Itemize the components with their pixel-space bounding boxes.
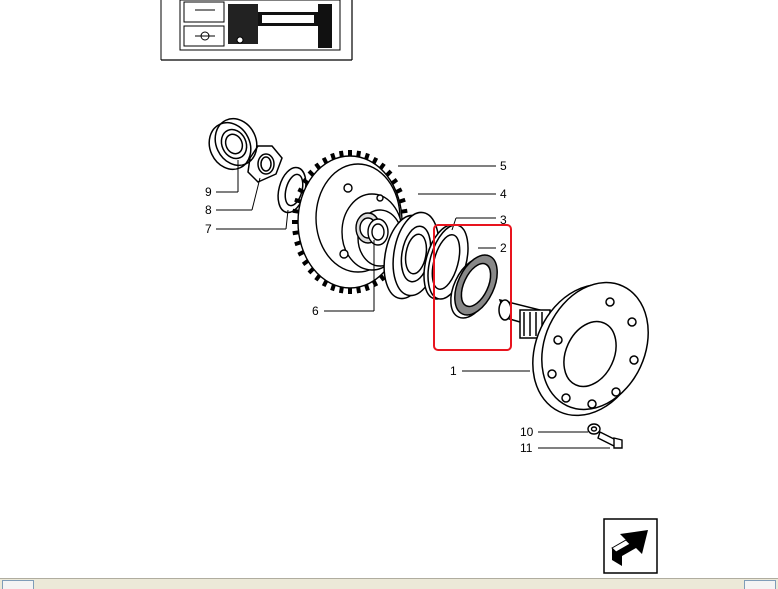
gear-tooth [294, 240, 302, 247]
gear-tooth [321, 279, 329, 288]
callout-6: 6 [312, 304, 319, 318]
gear-tooth [294, 197, 302, 204]
gear-tooth [292, 208, 299, 214]
callout-2: 2 [500, 241, 507, 255]
gear-tooth [401, 208, 408, 214]
callout-9: 9 [205, 185, 212, 199]
callout-4: 4 [500, 187, 507, 201]
highlight-box [433, 224, 512, 351]
next-arrow-icon[interactable] [603, 518, 658, 574]
callout-labels: 5 4 3 2 9 8 7 6 1 10 11 [205, 159, 534, 455]
part-4-bearing [383, 211, 440, 300]
gear-tooth [356, 150, 362, 158]
callout-7: 7 [205, 222, 212, 236]
gear-tooth [307, 169, 315, 177]
callout-10: 10 [520, 425, 534, 439]
part-5-gear [292, 150, 408, 294]
gear-tooth [297, 187, 305, 194]
gear-tooth [301, 178, 310, 185]
callout-1: 1 [450, 364, 457, 378]
gear-tooth [398, 197, 406, 204]
gear-tooth [395, 187, 403, 194]
gear-tooth [330, 152, 336, 160]
gear-tooth [338, 150, 344, 158]
callout-5: 5 [500, 159, 507, 173]
gear-tooth [330, 284, 336, 292]
gear-tooth [297, 250, 305, 257]
gear-tooth [378, 162, 386, 170]
gear-tooth [371, 156, 379, 165]
scroll-left-button[interactable] [2, 580, 34, 589]
part-6-needle-bearing [367, 218, 389, 246]
gear-tooth [378, 274, 386, 282]
gear-tooth [390, 178, 399, 185]
callout-3: 3 [500, 213, 507, 227]
assembly-thumbnail [160, 0, 353, 61]
gear-tooth [321, 156, 329, 165]
gear-tooth [292, 230, 299, 236]
gear-tooth [314, 274, 322, 282]
callout-11: 11 [520, 441, 533, 455]
part-1-flange-shaft [498, 281, 649, 417]
part-8-nut [247, 145, 283, 183]
status-bar [0, 578, 778, 589]
scroll-right-button[interactable] [744, 580, 776, 589]
callout-8: 8 [205, 203, 212, 217]
part-9-bearing [208, 117, 258, 171]
gear-tooth [356, 286, 362, 294]
gear-tooth [385, 169, 393, 177]
gear-tooth [364, 152, 370, 160]
gear-tooth [314, 162, 322, 170]
part-10-washer [587, 423, 601, 435]
gear-tooth [301, 259, 310, 266]
gear-tooth [338, 286, 344, 294]
gear-tooth [307, 267, 315, 275]
part-11-bolt [597, 431, 623, 449]
part-2-seal [450, 254, 498, 319]
gear-tooth [364, 284, 370, 292]
